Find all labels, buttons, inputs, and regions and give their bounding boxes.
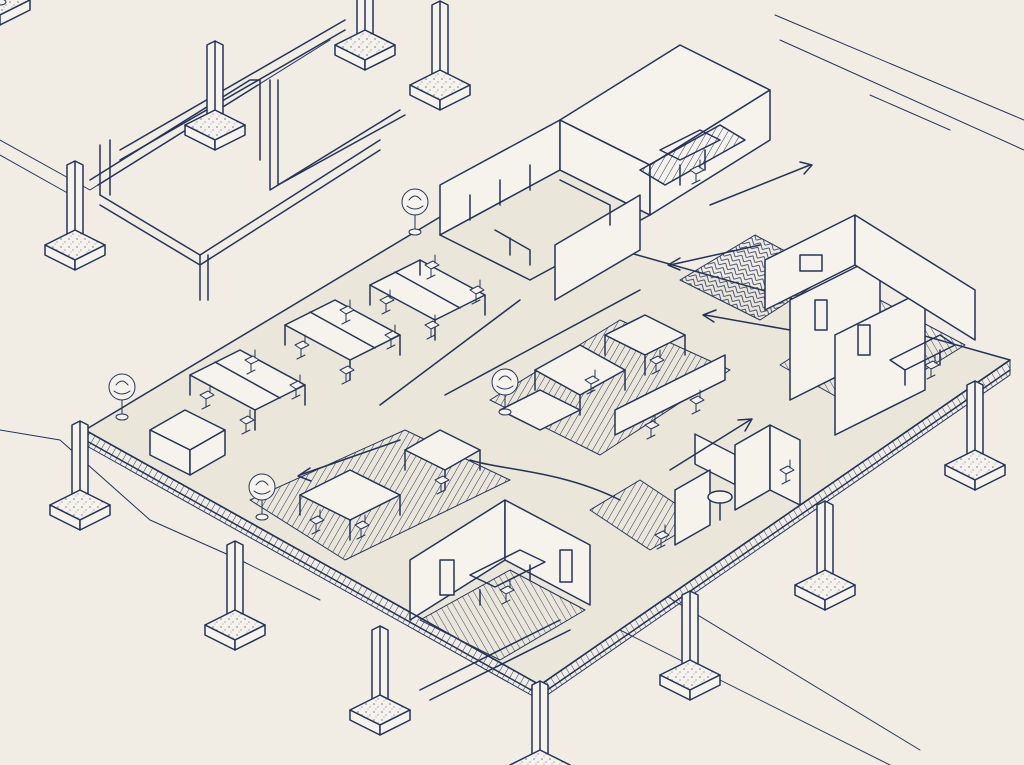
desk-cluster-6 xyxy=(299,469,401,541)
storage-unit xyxy=(149,409,226,476)
utility-pipes xyxy=(89,19,406,301)
desk-cluster-4 xyxy=(534,344,626,416)
partition-wall xyxy=(499,354,726,436)
meeting-room-north xyxy=(559,44,771,486)
desk-cluster-5 xyxy=(604,314,686,376)
desk-cluster-3 xyxy=(189,349,306,431)
meeting-room-south xyxy=(409,499,591,621)
desk-cluster-1 xyxy=(369,259,486,341)
private-offices xyxy=(764,214,976,436)
desk-cluster-7 xyxy=(404,429,481,491)
desk-cluster-2 xyxy=(284,299,401,381)
tree-icon xyxy=(0,0,519,521)
kitchen-block xyxy=(439,119,651,301)
phone-booths xyxy=(674,424,801,546)
circulation-arrow-icon xyxy=(297,161,813,501)
